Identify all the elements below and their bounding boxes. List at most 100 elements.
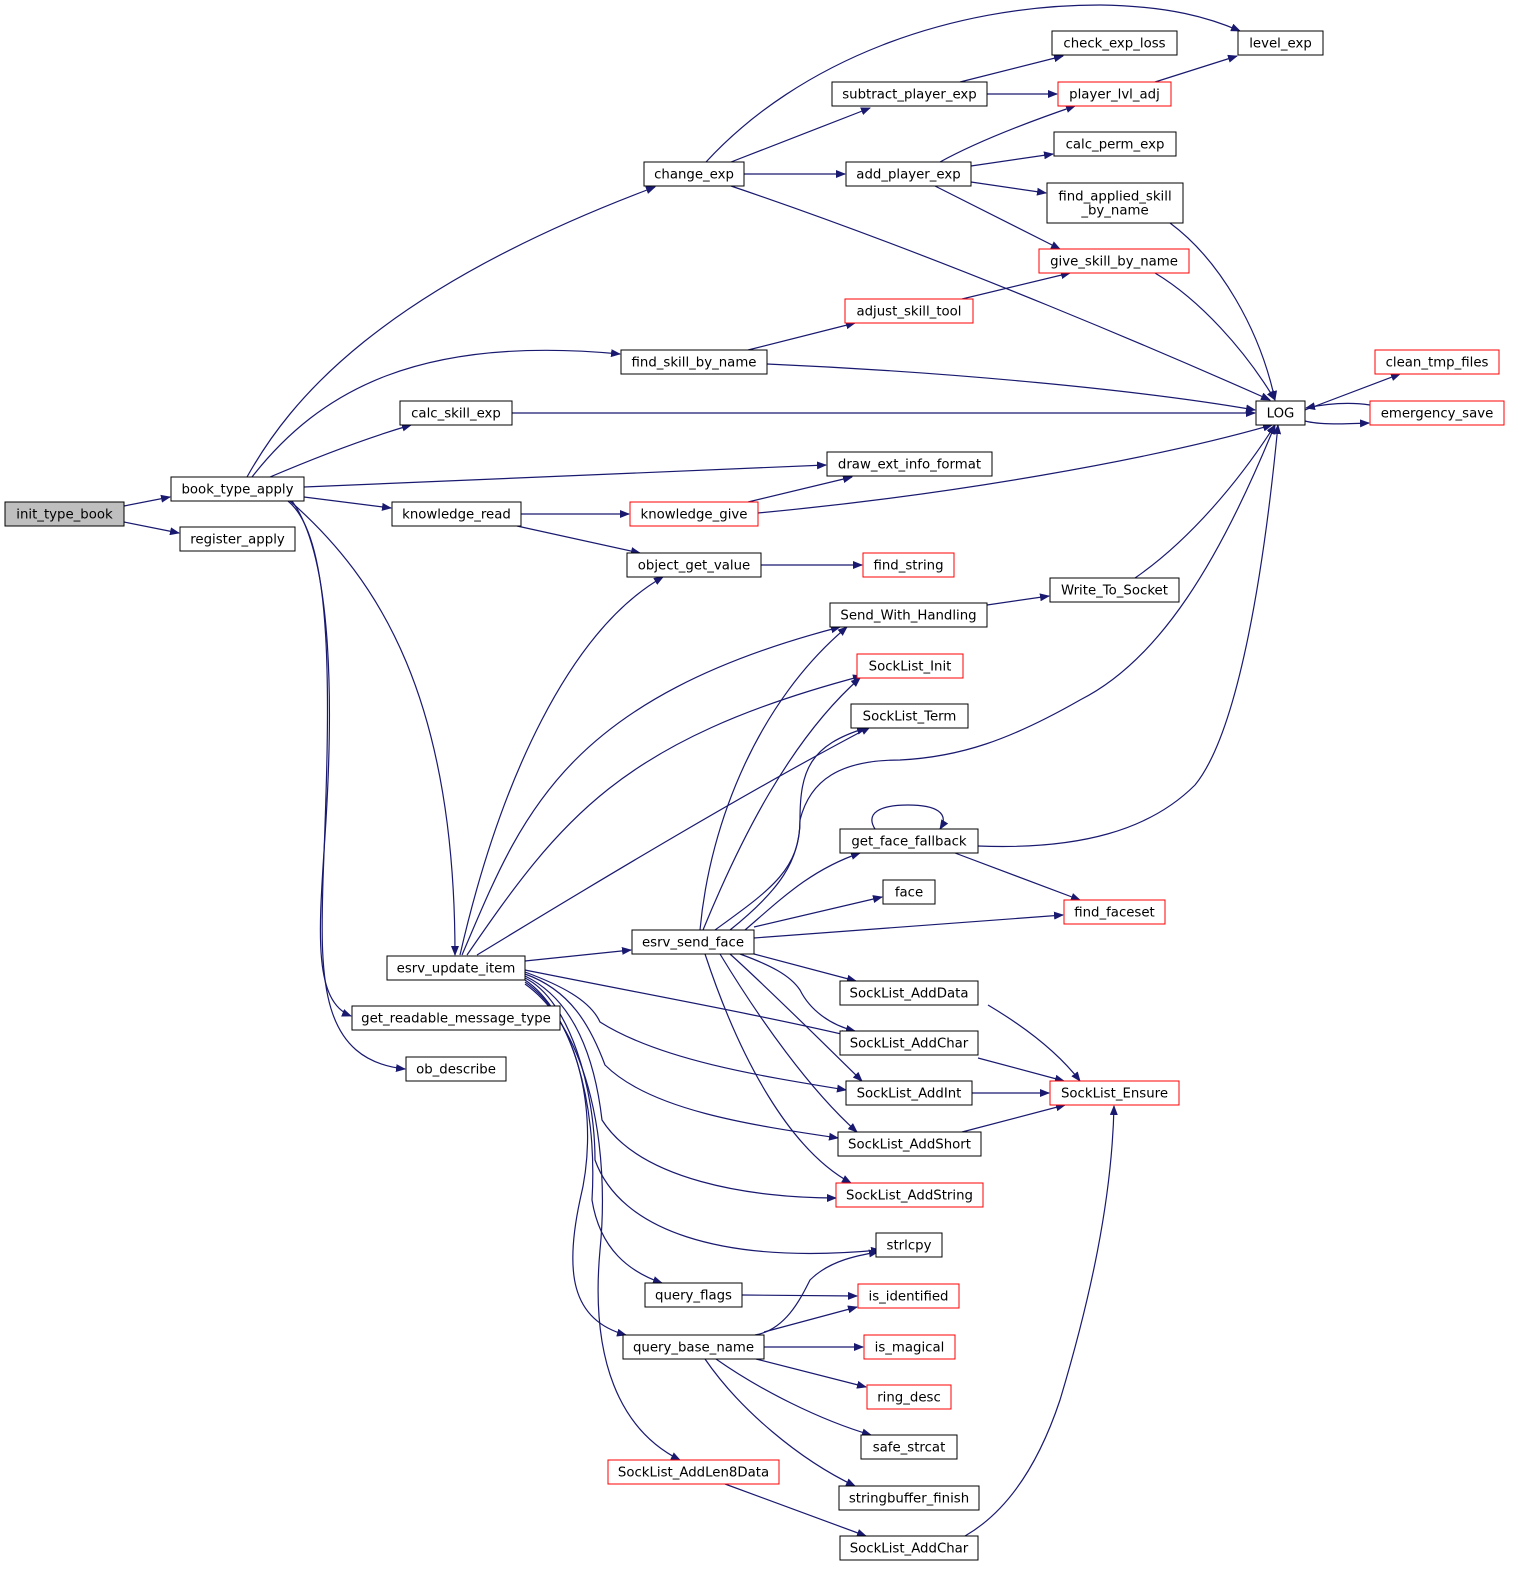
node-socklist-addchar-2[interactable]: SockList_AddChar	[839, 1535, 979, 1561]
node-find-applied-skill-by-name[interactable]: find_applied_skill_by_name	[1046, 182, 1184, 224]
node-box	[1038, 248, 1190, 274]
node-label: find_faceset	[1074, 906, 1155, 921]
edge-esrv_send_face-to-SockList_AddChar	[739, 953, 856, 1033]
edge-init_type_book-to-book_type_apply	[123, 494, 171, 507]
node-stringbuffer-finish[interactable]: stringbuffer_finish	[838, 1485, 980, 1511]
node-label: LOG	[1267, 407, 1295, 422]
node-player-lvl-adj[interactable]: player_lvl_adj	[1057, 81, 1172, 107]
node-socklist-adddata[interactable]: SockList_AddData	[839, 980, 979, 1006]
node-find-skill-by-name[interactable]: find_skill_by_name	[620, 349, 768, 375]
node-safe-strcat[interactable]: safe_strcat	[860, 1434, 958, 1460]
edge-add_player_exp-to-find_applied_skill_by_name	[970, 181, 1047, 196]
node-init-type-book[interactable]: init_type_book	[4, 501, 125, 527]
edge-SockList_AddChar-to-SockList_Ensure	[977, 1057, 1065, 1083]
edge-esrv_send_face-to-face	[753, 895, 883, 928]
node-esrv-send-face[interactable]: esrv_send_face	[631, 929, 755, 955]
node-knowledge-give[interactable]: knowledge_give	[629, 501, 759, 527]
node-socklist-init[interactable]: SockList_Init	[856, 653, 964, 679]
node-calc-skill-exp[interactable]: calc_skill_exp	[399, 400, 513, 426]
edge-esrv_update_item-to-esrv_send_face	[524, 946, 632, 962]
node-socklist-addshort[interactable]: SockList_AddShort	[837, 1131, 982, 1157]
node-is-identified[interactable]: is_identified	[857, 1283, 960, 1309]
node-log[interactable]: LOG	[1255, 400, 1306, 426]
node-label: SockList_AddShort	[848, 1138, 971, 1153]
node-calc-perm-exp[interactable]: calc_perm_exp	[1053, 131, 1177, 157]
node-socklist-addint[interactable]: SockList_AddInt	[845, 1080, 973, 1106]
node-box	[1063, 899, 1166, 925]
node-clean-tmp-files[interactable]: clean_tmp_files	[1374, 349, 1500, 375]
node-label: object_get_value	[638, 559, 750, 574]
node-send-with-handling[interactable]: Send_With_Handling	[829, 602, 988, 628]
node-box	[850, 703, 969, 729]
node-socklist-addstring[interactable]: SockList_AddString	[835, 1182, 984, 1208]
node-write-to-socket[interactable]: Write_To_Socket	[1049, 577, 1180, 603]
edge-esrv_update_item-to-SockList_AddLen8Data	[524, 983, 681, 1461]
edge-esrv_update_item-to-SockList_AddChar	[524, 969, 851, 1038]
node-label: calc_perm_exp	[1066, 138, 1165, 153]
node-face[interactable]: face	[882, 879, 936, 905]
edge-LOG-to-clean_tmp_files	[1304, 373, 1401, 411]
node-box	[644, 1282, 743, 1308]
node-ring-desc[interactable]: ring_desc	[866, 1384, 952, 1410]
node-register-apply[interactable]: register_apply	[179, 526, 296, 552]
edge-esrv_update_item-to-SockList_Term	[476, 726, 871, 956]
edge-book_type_apply-to-get_readable_message_type	[291, 500, 352, 1017]
node-box	[831, 81, 988, 107]
node-box	[1049, 577, 1180, 603]
node-ob-describe[interactable]: ob_describe	[405, 1056, 507, 1082]
edge-knowledge_read-to-object_get_value	[516, 525, 641, 555]
node-strlcpy[interactable]: strlcpy	[875, 1232, 943, 1258]
node-box	[866, 1384, 952, 1410]
node-add-player-exp[interactable]: add_player_exp	[845, 161, 972, 187]
node-emergency-save[interactable]: emergency_save	[1369, 400, 1505, 426]
node-socklist-addchar[interactable]: SockList_AddChar	[839, 1030, 979, 1056]
node-find-string[interactable]: find_string	[862, 552, 955, 578]
node-box	[607, 1459, 780, 1485]
edge-book_type_apply-to-find_skill_by_name	[251, 349, 621, 478]
node-box	[826, 451, 993, 477]
node-get-readable-message-type[interactable]: get_readable_message_type	[351, 1005, 561, 1031]
node-socklist-ensure[interactable]: SockList_Ensure	[1049, 1080, 1180, 1106]
node-change-exp[interactable]: change_exp	[643, 161, 745, 187]
node-book-type-apply[interactable]: book_type_apply	[170, 476, 305, 502]
node-query-base-name[interactable]: query_base_name	[622, 1334, 765, 1360]
node-is-magical[interactable]: is_magical	[863, 1334, 956, 1360]
edge-SockList_AddLen8Data-to-SockList_AddChar_2	[724, 1483, 867, 1537]
edge-esrv_update_item-to-query_base_name	[524, 981, 627, 1337]
edge-get_face_fallback-to-find_faceset	[954, 852, 1081, 901]
node-box	[875, 1232, 943, 1258]
node-socklist-addlen8data[interactable]: SockList_AddLen8Data	[607, 1459, 780, 1485]
node-level-exp[interactable]: level_exp	[1237, 30, 1324, 56]
edge-book_type_apply-to-ob_describe	[287, 500, 406, 1073]
node-adjust-skill-tool[interactable]: adjust_skill_tool	[844, 298, 974, 324]
node-query-flags[interactable]: query_flags	[644, 1282, 743, 1308]
edge-query_base_name-to-stringbuffer_finish	[704, 1358, 856, 1487]
node-box	[1255, 400, 1306, 426]
node-box	[839, 1030, 979, 1056]
node-get-face-fallback[interactable]: get_face_fallback	[839, 828, 979, 854]
node-object-get-value[interactable]: object_get_value	[626, 552, 762, 578]
node-check-exp-loss[interactable]: check_exp_loss	[1051, 30, 1178, 56]
node-draw-ext-info-format[interactable]: draw_ext_info_format	[826, 451, 993, 477]
node-box	[631, 929, 755, 955]
node-socklist-term[interactable]: SockList_Term	[850, 703, 969, 729]
node-box	[835, 1182, 984, 1208]
node-find-faceset[interactable]: find_faceset	[1063, 899, 1166, 925]
node-box	[1057, 81, 1172, 107]
node-box	[839, 1535, 979, 1561]
node-give-skill-by-name[interactable]: give_skill_by_name	[1038, 248, 1190, 274]
edge-esrv_send_face-to-SockList_Init	[702, 677, 861, 931]
node-esrv-update-item[interactable]: esrv_update_item	[386, 955, 526, 981]
edge-esrv_send_face-to-SockList_AddInt	[729, 953, 863, 1082]
node-label: SockList_AddChar	[850, 1037, 969, 1052]
node-knowledge-read[interactable]: knowledge_read	[391, 501, 522, 527]
node-label: knowledge_give	[641, 508, 748, 523]
edge-Send_With_Handling-to-Write_To_Socket	[986, 593, 1050, 606]
node-subtract-player-exp[interactable]: subtract_player_exp	[831, 81, 988, 107]
edge-layer	[123, 4, 1401, 1537]
node-label: is_magical	[875, 1341, 945, 1356]
node-label: get_readable_message_type	[361, 1012, 551, 1027]
edge-find_applied_skill_by_name-to-LOG	[1169, 222, 1278, 401]
node-box	[838, 1485, 980, 1511]
